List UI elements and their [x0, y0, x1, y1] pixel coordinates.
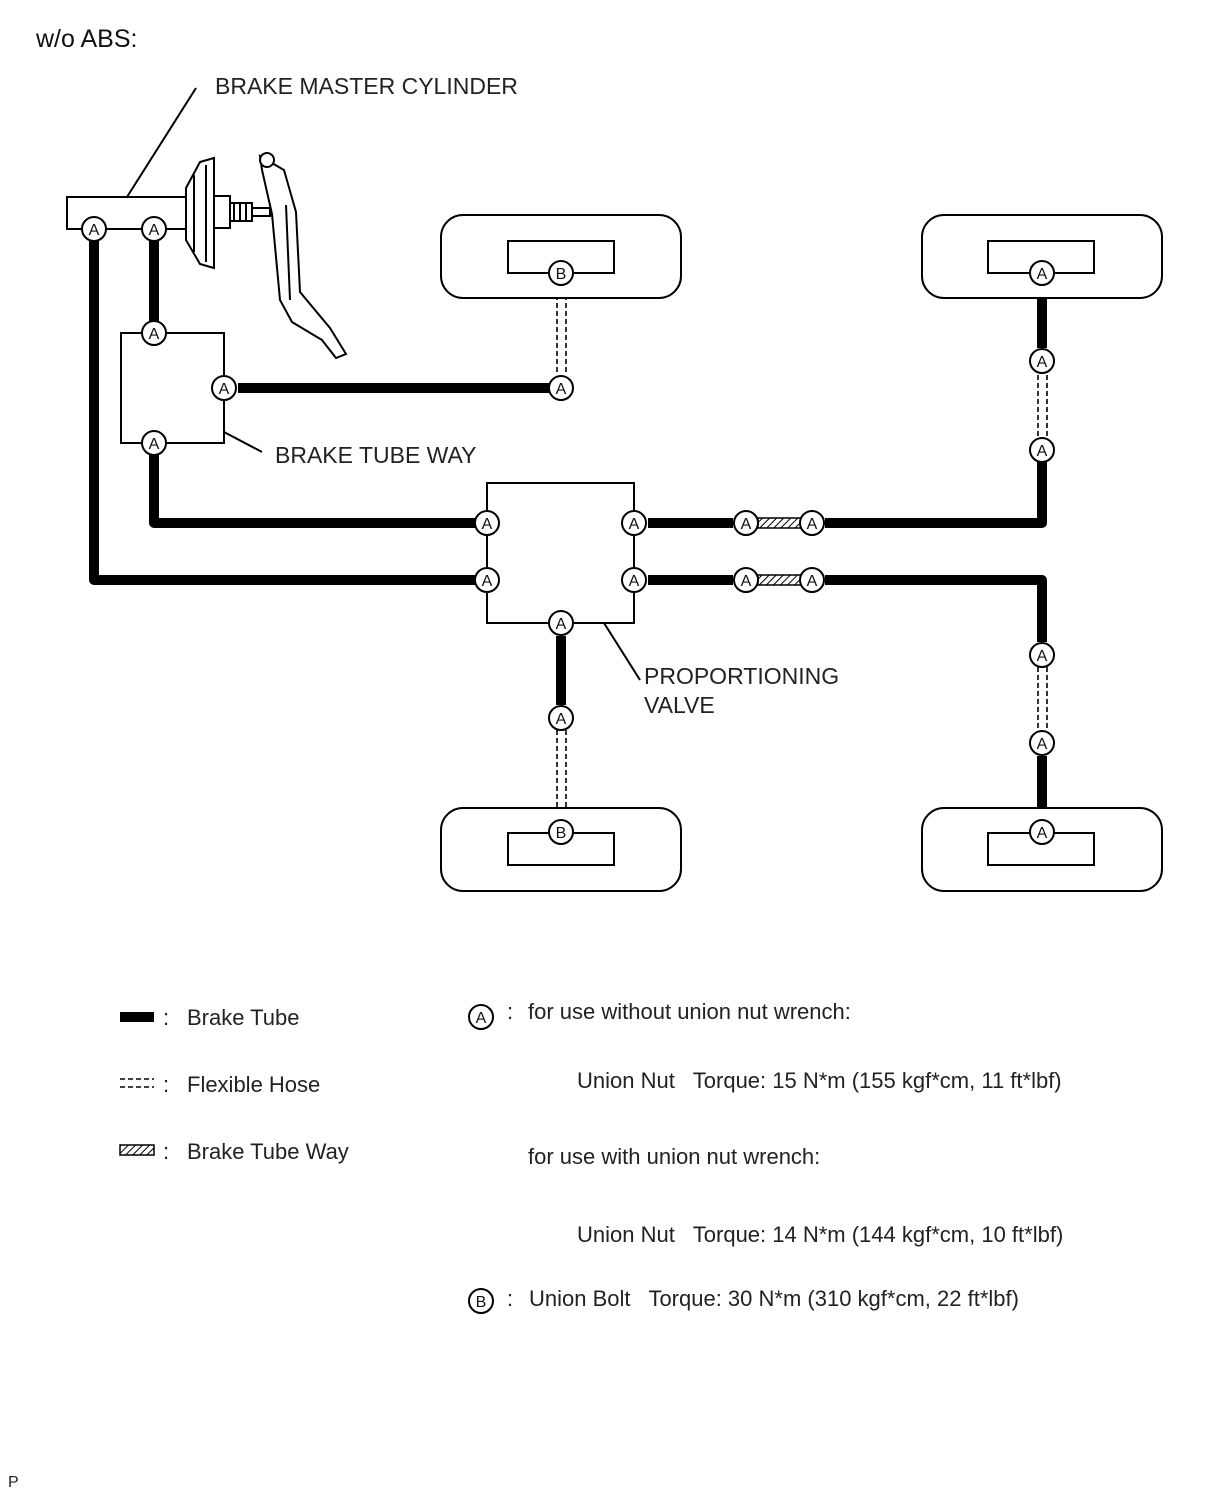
- marker-a: A: [621, 567, 647, 593]
- brake-master-cylinder: [66, 152, 348, 360]
- svg-text:A: A: [219, 381, 230, 398]
- tube-way-section-lower: [757, 574, 802, 586]
- connection-markers: A A A A A B A A A A A A A A A A A B A A A A A A: [81, 216, 1055, 845]
- marker-a: A: [474, 510, 500, 536]
- marker-a: A: [81, 216, 107, 242]
- leader-proportioning-valve: [603, 622, 641, 681]
- svg-text:A: A: [807, 516, 818, 533]
- marker-a: A: [1029, 437, 1055, 463]
- tube-to-rear-right-lower: [825, 575, 1047, 642]
- leader-tube-way: [223, 431, 263, 453]
- marker-a: A: [141, 216, 167, 242]
- svg-text:A: A: [482, 516, 493, 533]
- svg-text:A: A: [629, 573, 640, 590]
- marker-b: B: [548, 260, 574, 286]
- legend-sep-2: :: [163, 1072, 169, 1097]
- svg-text:B: B: [556, 266, 567, 283]
- legend-swatch-brake-tube-way: [119, 1144, 155, 1156]
- marker-a: A: [474, 567, 500, 593]
- legend: : Brake Tube : Flexible Hose : Brake Tub…: [119, 1005, 349, 1164]
- tube-way-section-upper: [757, 517, 802, 529]
- label-proportioning-valve-1: PROPORTIONING: [644, 663, 839, 689]
- corner-mark: P: [8, 1474, 19, 1491]
- marker-a: A: [1029, 348, 1055, 374]
- marker-a: A: [1029, 260, 1055, 286]
- tube-master-to-valve-lower: [89, 240, 475, 585]
- svg-text:A: A: [1037, 354, 1048, 371]
- torque-a-line3: for use with union nut wrench:: [528, 1144, 820, 1169]
- legend-swatch-flexible-hose: [120, 1078, 154, 1088]
- wheels: [440, 214, 1163, 892]
- marker-a: A: [733, 567, 759, 593]
- diagram-heading: w/o ABS:: [35, 25, 137, 53]
- wheel-front-right: [921, 214, 1163, 299]
- svg-text:A: A: [556, 381, 567, 398]
- svg-text:A: A: [1037, 648, 1048, 665]
- torque-b-line: Union Bolt Torque: 30 N*m (310 kgf*cm, 2…: [529, 1286, 1019, 1311]
- svg-text:A: A: [149, 222, 160, 239]
- marker-a: A: [1029, 730, 1055, 756]
- svg-text:A: A: [1037, 266, 1048, 283]
- svg-text:A: A: [1037, 825, 1048, 842]
- marker-a: A: [548, 705, 574, 731]
- svg-text:B: B: [476, 1294, 487, 1311]
- marker-a: A: [141, 430, 167, 456]
- torque-sep-b: :: [507, 1286, 513, 1311]
- svg-text:A: A: [741, 516, 752, 533]
- svg-text:A: A: [629, 516, 640, 533]
- proportioning-valve: [486, 482, 635, 624]
- marker-a: A: [141, 320, 167, 346]
- torque-marker-a: A: [468, 1004, 494, 1030]
- svg-text:A: A: [741, 573, 752, 590]
- torque-a-line4: Union Nut Torque: 14 N*m (144 kgf*cm, 10…: [577, 1222, 1063, 1247]
- marker-a: A: [1029, 642, 1055, 668]
- tube-way-to-valve-upper: [149, 455, 475, 528]
- torque-marker-b: B: [468, 1288, 494, 1314]
- legend-brake-tube-way: Brake Tube Way: [187, 1139, 349, 1164]
- svg-text:A: A: [89, 222, 100, 239]
- marker-a: A: [1029, 819, 1055, 845]
- svg-text:A: A: [556, 711, 567, 728]
- marker-a: A: [621, 510, 647, 536]
- flexible-hoses: [556, 287, 1048, 820]
- leader-lines: [126, 87, 641, 681]
- legend-swatch-brake-tube: [120, 1012, 154, 1022]
- legend-sep-3: :: [163, 1139, 169, 1164]
- svg-text:A: A: [149, 436, 160, 453]
- torque-a-line2: Union Nut Torque: 15 N*m (155 kgf*cm, 11…: [577, 1068, 1062, 1093]
- label-master-cylinder: BRAKE MASTER CYLINDER: [215, 73, 518, 99]
- marker-b: B: [548, 819, 574, 845]
- brake-tubes: [89, 240, 1047, 818]
- tube-to-rear-right-upper: [825, 462, 1047, 528]
- wheel-front-left: [440, 214, 682, 299]
- brake-tube-way-sections: [757, 517, 802, 586]
- svg-text:A: A: [482, 573, 493, 590]
- svg-text:A: A: [556, 616, 567, 633]
- marker-a: A: [548, 375, 574, 401]
- wheel-rear-right: [921, 807, 1163, 892]
- label-proportioning-valve-2: VALVE: [644, 692, 715, 718]
- marker-a: A: [733, 510, 759, 536]
- torque-sep-a: :: [507, 999, 513, 1024]
- torque-notes: A : for use without union nut wrench: Un…: [468, 999, 1063, 1314]
- leader-master-cylinder: [126, 87, 197, 198]
- marker-a: A: [548, 610, 574, 636]
- legend-sep-1: :: [163, 1005, 169, 1030]
- legend-flexible-hose: Flexible Hose: [187, 1072, 320, 1097]
- torque-a-line1: for use without union nut wrench:: [528, 999, 851, 1024]
- svg-text:A: A: [1037, 443, 1048, 460]
- svg-text:A: A: [807, 573, 818, 590]
- svg-text:B: B: [556, 825, 567, 842]
- svg-text:A: A: [1037, 736, 1048, 753]
- brake-tube-way-block: [120, 332, 225, 444]
- label-brake-tube-way: BRAKE TUBE WAY: [275, 442, 477, 468]
- marker-a: A: [211, 375, 237, 401]
- svg-text:A: A: [476, 1010, 487, 1027]
- marker-a: A: [799, 567, 825, 593]
- svg-text:A: A: [149, 326, 160, 343]
- marker-a: A: [799, 510, 825, 536]
- legend-brake-tube: Brake Tube: [187, 1005, 300, 1030]
